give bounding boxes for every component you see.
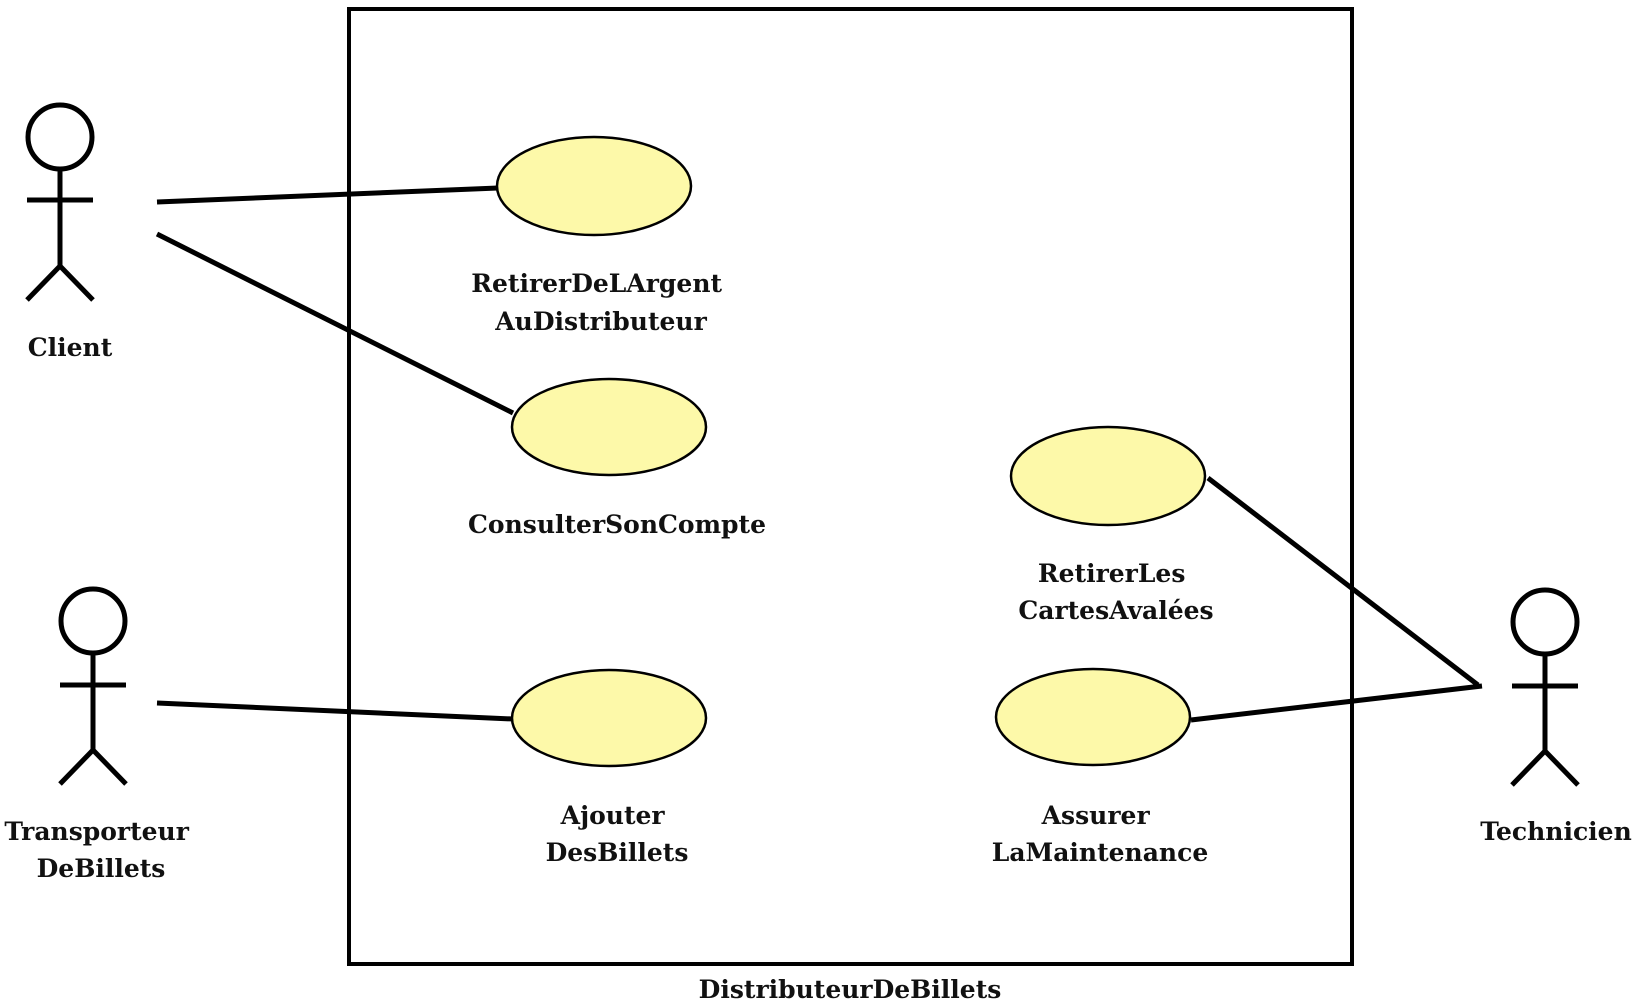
actor-transporteur: Transporteur DeBillets xyxy=(4,586,197,883)
actor-client: Client xyxy=(25,102,113,362)
association-technicien-assurer-maintenance xyxy=(1190,683,1483,723)
use-case-label-line: RetirerDeLArgent xyxy=(471,269,722,298)
stick-figure-icon xyxy=(1510,587,1580,787)
actor-technicien: Technicien xyxy=(1480,587,1632,846)
use-case-label-retirer-argent: RetirerDeLArgent AuDistributeur xyxy=(471,269,731,336)
association-transporteur-ajouter-billets xyxy=(156,700,514,722)
association-client-consulter-compte xyxy=(155,231,515,416)
association-client-retirer-argent xyxy=(156,185,499,205)
actor-label-line: Transporteur xyxy=(4,817,189,846)
use-case-label-line: CartesAvalées xyxy=(1018,596,1213,625)
system-name: DistributeurDeBillets xyxy=(699,975,1002,1001)
use-case-consulter-compte: ConsulterSonCompte xyxy=(468,377,766,539)
association-technicien-retirer-cartes xyxy=(1206,476,1480,687)
use-case-label-line: DesBillets xyxy=(546,838,689,867)
use-case-label-line: Assurer xyxy=(1041,801,1151,830)
use-case-ajouter-billets: Ajouter DesBillets xyxy=(510,668,708,867)
use-case-label-line: LaMaintenance xyxy=(992,838,1208,867)
actor-label-transporteur: Transporteur DeBillets xyxy=(4,817,197,883)
actor-label-technicien: Technicien xyxy=(1480,817,1632,846)
use-case-label-consulter-compte: ConsulterSonCompte xyxy=(468,510,766,539)
use-case-retirer-argent: RetirerDeLArgent AuDistributeur xyxy=(471,135,731,336)
stick-figure-icon xyxy=(25,102,95,302)
use-case-retirer-cartes: RetirerLes CartesAvalées xyxy=(1009,425,1214,625)
use-case-label-line: RetirerLes xyxy=(1038,559,1186,588)
stick-figure-icon xyxy=(58,586,128,786)
use-case-label-retirer-cartes: RetirerLes CartesAvalées xyxy=(1018,559,1213,625)
use-case-label-assurer-maintenance: Assurer LaMaintenance xyxy=(992,801,1208,867)
use-case-label-line: AuDistributeur xyxy=(494,307,707,336)
use-case-label-line: Ajouter xyxy=(560,801,666,830)
actor-label-line: DeBillets xyxy=(37,854,166,883)
use-case-label-ajouter-billets: Ajouter DesBillets xyxy=(546,801,689,867)
system-boundary xyxy=(347,7,1354,966)
actor-label-client: Client xyxy=(28,333,113,362)
use-case-assurer-maintenance: Assurer LaMaintenance xyxy=(992,667,1208,867)
